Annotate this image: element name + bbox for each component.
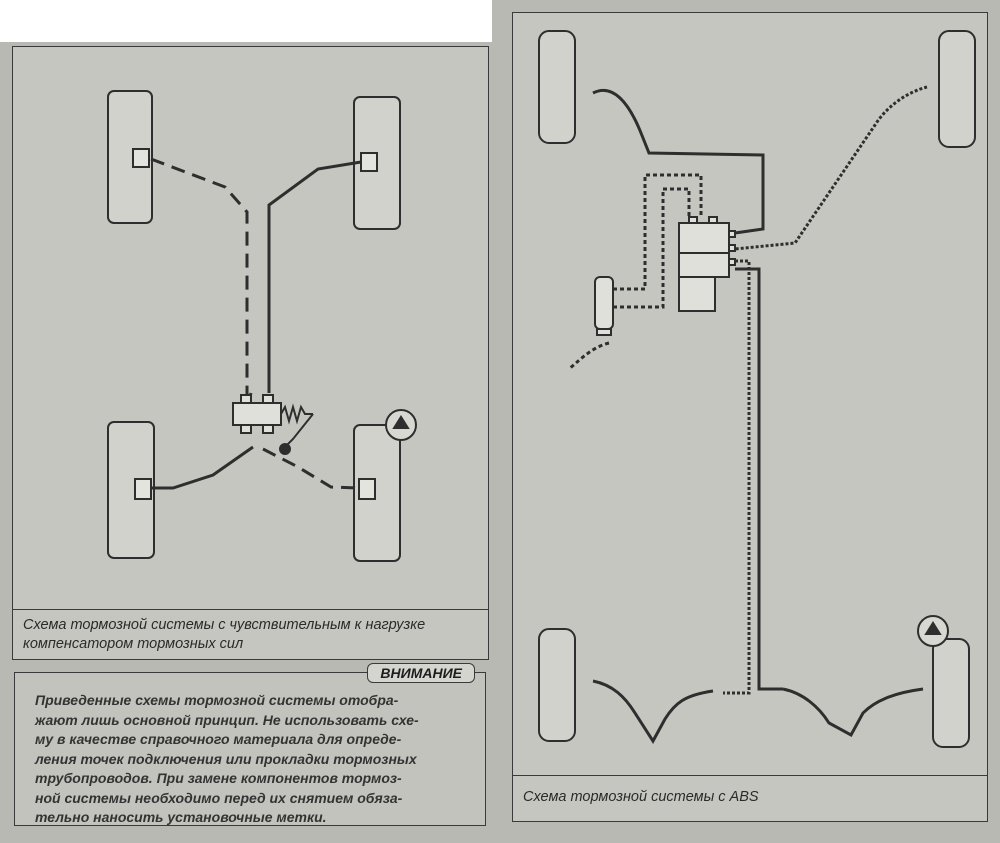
brake-line-dashed-front xyxy=(150,157,253,408)
brake-line-front-right xyxy=(734,85,928,251)
wheel-front-left xyxy=(538,30,576,144)
warning-line: Приведенные схемы тормозной системы отоб… xyxy=(35,692,399,708)
brake-line-dashed-rear xyxy=(262,447,360,490)
brake-line-rear-right xyxy=(782,687,924,738)
left-diagram-caption: Схема тормозной системы с чувствительным… xyxy=(13,609,488,659)
wheel-rear-right xyxy=(353,424,401,562)
wheel-front-left xyxy=(107,90,153,224)
brake-line-solid-front xyxy=(267,160,362,393)
caption-line: Схема тормозной системы с ABS xyxy=(523,789,759,805)
left-diagram-panel: Схема тормозной системы с чувствительным… xyxy=(12,46,489,660)
caliper-front-left xyxy=(132,148,150,168)
caption-line: Схема тормозной системы с чувствительным… xyxy=(23,617,426,633)
master-cylinder xyxy=(594,276,614,336)
warning-line: тельно наносить установочные метки. xyxy=(35,809,327,825)
warning-line: ной системы необходимо перед их снятием … xyxy=(35,789,403,806)
warning-line: ления точек подключения или прокладки то… xyxy=(35,750,417,767)
page-margin xyxy=(0,0,492,42)
load-sensing-valve xyxy=(232,394,314,455)
caliper-rear-right xyxy=(358,478,376,500)
warning-line: му в качестве справочного материала для … xyxy=(35,731,402,747)
brake-line-rear-left xyxy=(592,679,714,744)
caliper-rear-left xyxy=(134,478,152,500)
manufacturer-logo-icon xyxy=(917,615,949,647)
wheel-rear-left xyxy=(538,628,576,742)
right-diagram-panel: Схема тормозной системы с ABS xyxy=(512,12,988,822)
warning-line: жают лишь основной принцип. Не использов… xyxy=(35,711,419,728)
caption-line: компенсатором тормозных сил xyxy=(23,636,244,652)
brake-line-front-left xyxy=(592,89,765,235)
brake-line-rear-a xyxy=(723,259,751,695)
brake-line-rear-b xyxy=(735,267,783,691)
reservoir-hose xyxy=(568,341,610,371)
warning-text: Приведенные схемы тормозной системы отоб… xyxy=(35,691,477,828)
warning-line: трубопроводов. При замене компонентов то… xyxy=(35,770,402,786)
warning-box: ВНИМАНИЕ Приведенные схемы тормозной сис… xyxy=(14,663,486,828)
caliper-front-right xyxy=(360,152,378,172)
warning-label: ВНИМАНИЕ xyxy=(367,663,475,683)
wheel-front-right xyxy=(938,30,976,148)
brake-line-master-a xyxy=(613,173,703,291)
abs-hydraulic-unit xyxy=(678,216,736,312)
load-valve-brake-diagram xyxy=(107,90,417,562)
right-diagram-caption: Схема тормозной системы с ABS xyxy=(513,775,987,821)
wheel-rear-left xyxy=(107,421,155,559)
brake-line-master-b xyxy=(613,187,691,309)
abs-brake-diagram xyxy=(538,30,976,748)
wheel-rear-right xyxy=(932,638,970,748)
brake-line-solid-rear xyxy=(151,445,254,490)
manufacturer-logo-icon xyxy=(385,409,417,441)
